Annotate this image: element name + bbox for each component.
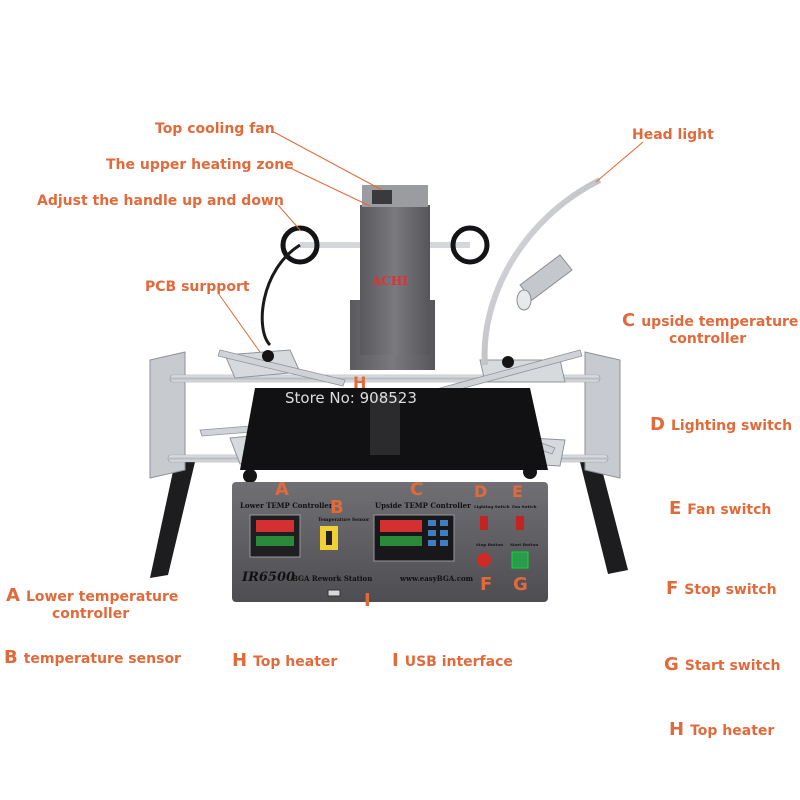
marker-e: E <box>512 482 523 501</box>
legend-c-text: upside temperature <box>641 314 799 330</box>
usb-interface <box>327 589 341 597</box>
fan-switch[interactable] <box>516 516 524 530</box>
lower-controller-label: Lower TEMP Controller <box>240 501 333 510</box>
callout-pcb-support: PCB surpport <box>145 279 250 295</box>
callout-adjust-handle: Adjust the handle up and down <box>37 193 284 209</box>
model-suffix: BGA Rework Station <box>292 574 372 583</box>
callout-head-light: Head light <box>632 127 714 143</box>
legend-i-text: USB interface <box>404 654 513 670</box>
legend-d-text: Lighting switch <box>670 418 793 434</box>
control-panel: Lower TEMP Controller Upside TEMP Contro… <box>232 482 548 602</box>
legend-f: F Stop switch <box>666 580 777 599</box>
marker-i: I <box>364 590 371 611</box>
legend-h-bottom-text: Top heater <box>253 654 338 670</box>
marker-c: C <box>410 479 423 500</box>
upside-controller-label: Upside TEMP Controller <box>375 501 471 510</box>
legend-a-key: A <box>6 585 20 606</box>
callout-upper-heating-zone: The upper heating zone <box>106 157 294 173</box>
legend-i: I USB interface <box>392 652 513 671</box>
legend-g: G Start switch <box>664 656 781 675</box>
legend-g-key: G <box>664 654 679 675</box>
fan-switch-label: Fan Switch <box>512 504 537 509</box>
marker-a: A <box>275 479 289 500</box>
lighting-switch[interactable] <box>480 516 488 530</box>
legend-e: E Fan switch <box>669 500 771 519</box>
legend-b-key: B <box>4 647 18 668</box>
legend-a: A Lower temperature controller <box>6 587 178 623</box>
legend-h-bottom: H Top heater <box>232 652 337 671</box>
ir-heater-glow <box>370 395 400 455</box>
marker-h: H <box>353 373 366 392</box>
marker-b: B <box>330 497 344 518</box>
machine-legs <box>150 462 628 578</box>
legend-d-key: D <box>650 414 665 435</box>
handle-left <box>280 225 320 265</box>
legend-a-text2: controller <box>52 606 130 622</box>
legend-i-key: I <box>392 650 399 671</box>
legend-a-text: Lower temperature <box>25 589 179 605</box>
stop-button-label: Stop Button <box>476 542 503 547</box>
legend-h-bottom-key: H <box>232 650 248 671</box>
legend-f-key: F <box>666 578 679 599</box>
legend-e-text: Fan switch <box>687 502 772 518</box>
marker-g: G <box>513 574 528 595</box>
brand-logo: ACHI <box>371 274 408 288</box>
legend-h-right: H Top heater <box>669 721 774 740</box>
legend-f-text: Stop switch <box>684 582 777 598</box>
callout-top-cooling-fan: Top cooling fan <box>155 121 275 137</box>
lighting-switch-label: Lighting Switch <box>474 504 510 509</box>
marker-f: F <box>480 574 492 595</box>
model-name: IR6500 <box>241 570 295 585</box>
legend-b-text: temperature sensor <box>23 651 181 667</box>
marker-d: D <box>474 482 487 501</box>
legend-e-key: E <box>669 498 682 519</box>
website-text: www.easyBGA.com <box>399 574 474 583</box>
legend-c-key: C <box>622 310 636 331</box>
legend-g-text: Start switch <box>684 658 781 674</box>
start-button[interactable] <box>511 551 529 569</box>
legend-h-right-text: Top heater <box>690 723 775 739</box>
legend-c-text2: controller <box>669 331 747 347</box>
upper-heater-column: ACHI <box>260 185 490 370</box>
callout-lines <box>217 130 644 353</box>
top-cooling-fan <box>372 190 392 204</box>
photo-markers: A B C D E F G H I <box>275 373 528 611</box>
temp-sensor-label: Temperature Sensor <box>318 517 370 523</box>
legend-h-right-key: H <box>669 719 685 740</box>
stop-button[interactable] <box>477 553 491 567</box>
legend-d: D Lighting switch <box>650 416 792 435</box>
head-light <box>481 177 602 366</box>
start-button-label: Start Button <box>510 542 538 547</box>
watermark: Store No: 908523 <box>285 389 417 407</box>
handle-right <box>450 225 490 265</box>
